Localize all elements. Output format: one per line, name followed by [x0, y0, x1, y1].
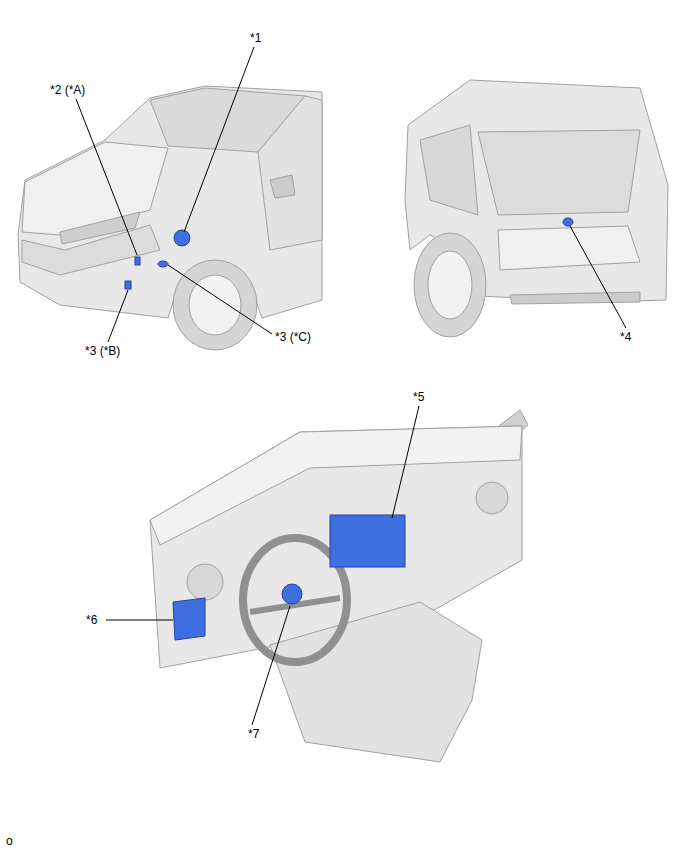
callout-number: *4: [620, 330, 631, 344]
front-vehicle: [18, 86, 322, 350]
callout-number: *1: [250, 31, 261, 45]
instrument-panel: [150, 410, 528, 762]
callout-number: o: [6, 834, 13, 848]
part-highlights: [125, 218, 573, 289]
rear-vehicle: [405, 80, 668, 337]
callout-number: *3 (*C): [275, 330, 311, 344]
callout-number: *6: [86, 613, 97, 627]
callout-number: *3 (*B): [85, 344, 120, 358]
callout-number: *2 (*A): [50, 83, 85, 97]
callout-number: *7: [248, 727, 259, 741]
leader-lines: [76, 47, 626, 725]
callout-number: *5: [413, 390, 424, 404]
